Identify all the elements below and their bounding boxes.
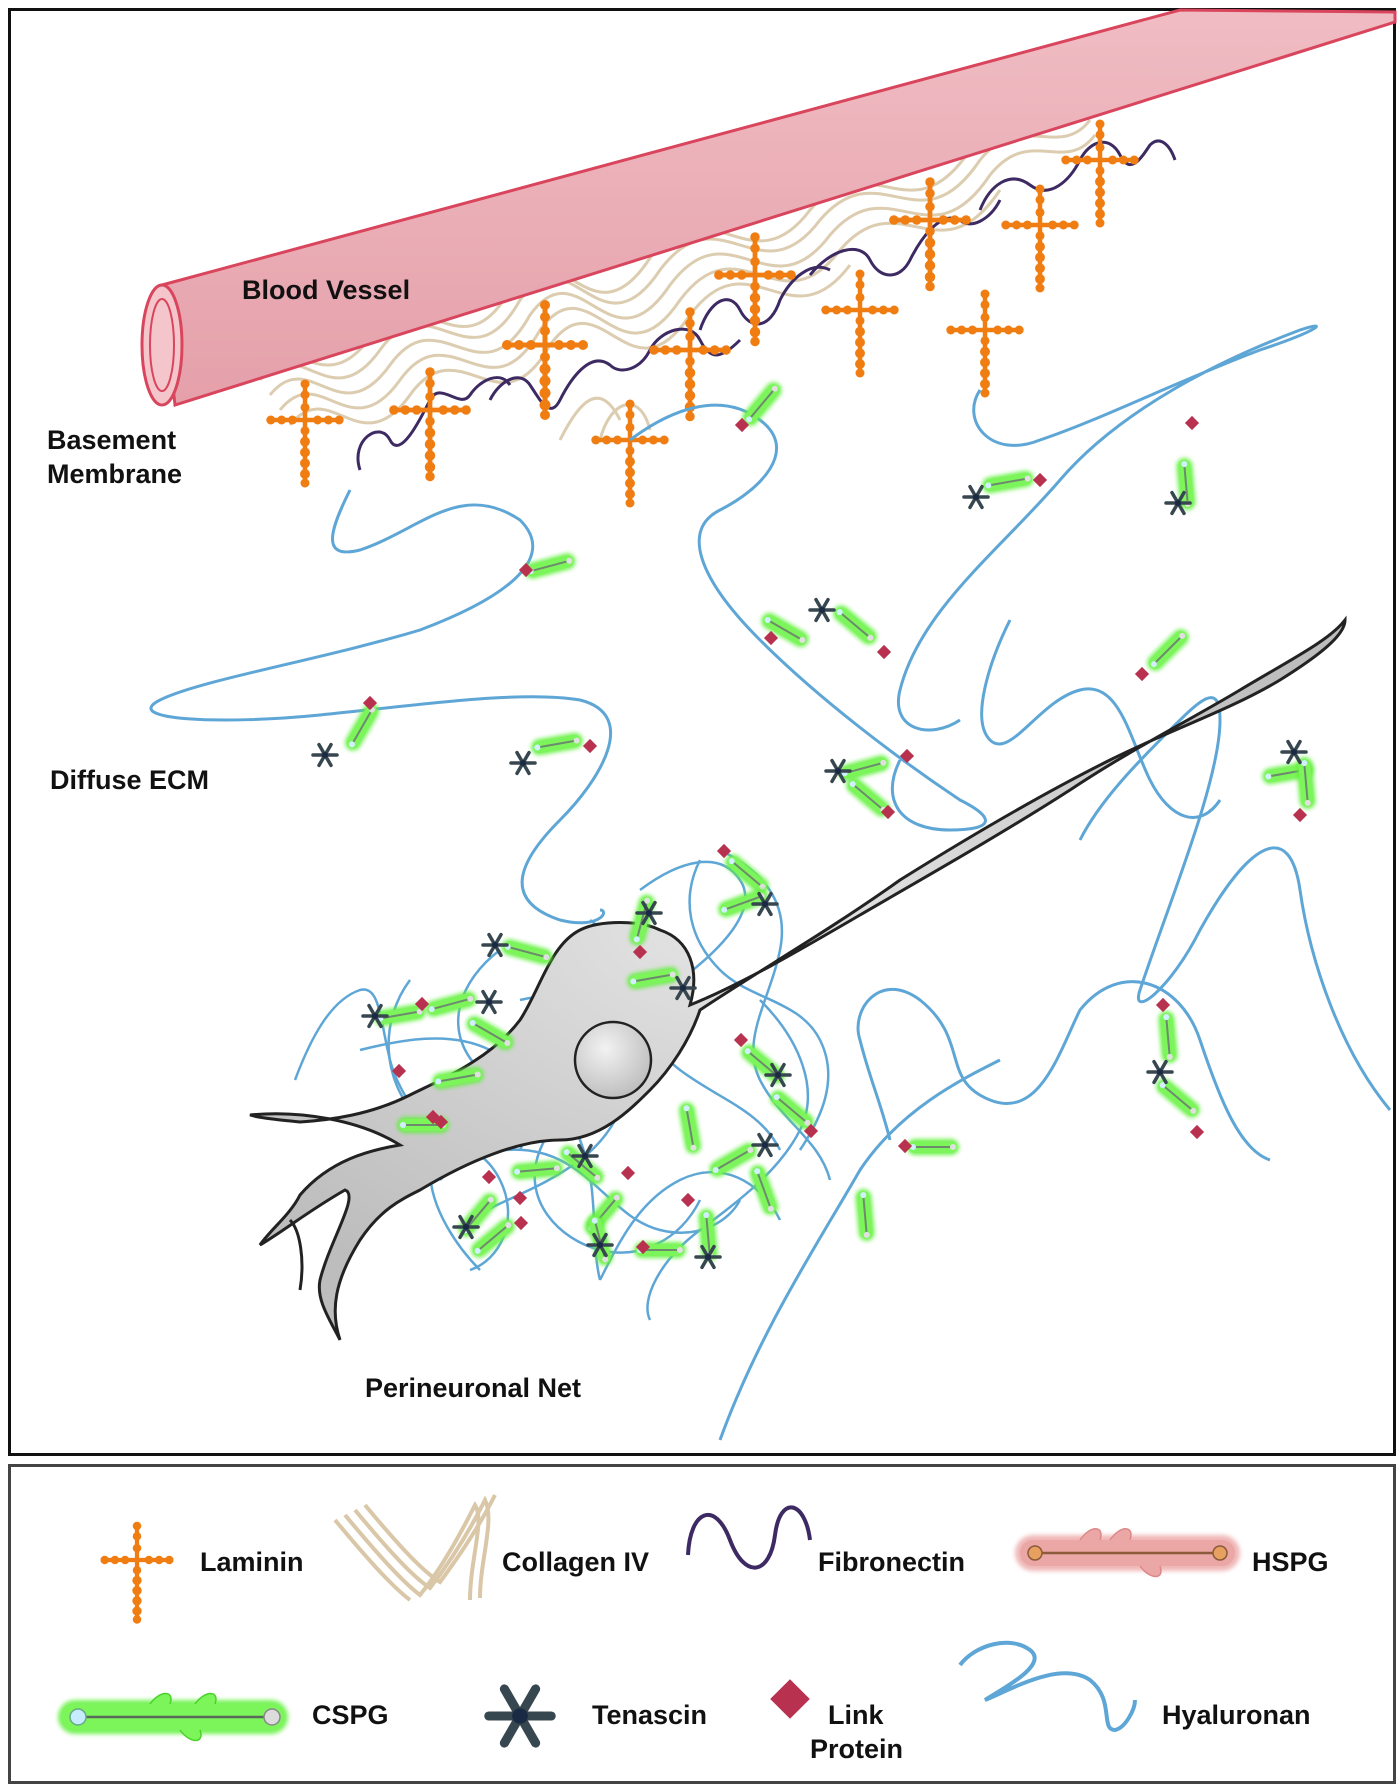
hspg-icon bbox=[1015, 1528, 1240, 1578]
perineuronal-net-label: Perineuronal Net bbox=[365, 1373, 582, 1403]
link-protein-icon bbox=[770, 1679, 810, 1719]
legend-label-collagen-iv: Collagen IV bbox=[502, 1547, 650, 1577]
blood-vessel bbox=[140, 8, 1397, 407]
legend-label-link-protein-line2: Protein bbox=[810, 1734, 904, 1764]
tenascin-icon bbox=[489, 1689, 551, 1743]
collagen-iv-icon bbox=[333, 1494, 497, 1602]
legend-label-tenascin: Tenascin bbox=[592, 1700, 708, 1730]
neuron bbox=[249, 615, 1347, 1341]
hyaluronan-icon bbox=[958, 1640, 1137, 1733]
basement-membrane-label-line1: Basement bbox=[47, 425, 177, 455]
legend-label-link-protein-line1: Link bbox=[828, 1700, 884, 1730]
legend-label-hspg: HSPG bbox=[1252, 1547, 1329, 1577]
fibronectin-icon bbox=[686, 1505, 812, 1570]
blood-vessel-label: Blood Vessel bbox=[242, 275, 411, 305]
basement-membrane-label-line2: Membrane bbox=[47, 459, 183, 489]
legend-label-hyaluronan: Hyaluronan bbox=[1162, 1700, 1311, 1730]
hyaluronan-strands bbox=[149, 324, 1392, 1441]
legend-label-laminin: Laminin bbox=[200, 1547, 304, 1577]
legend-label-fibronectin: Fibronectin bbox=[818, 1547, 965, 1577]
legend-label-cspg: CSPG bbox=[312, 1700, 389, 1730]
diffuse-ecm-label: Diffuse ECM bbox=[50, 765, 210, 795]
cspg-icon bbox=[58, 1692, 288, 1742]
laminin-icon bbox=[100, 1522, 173, 1624]
